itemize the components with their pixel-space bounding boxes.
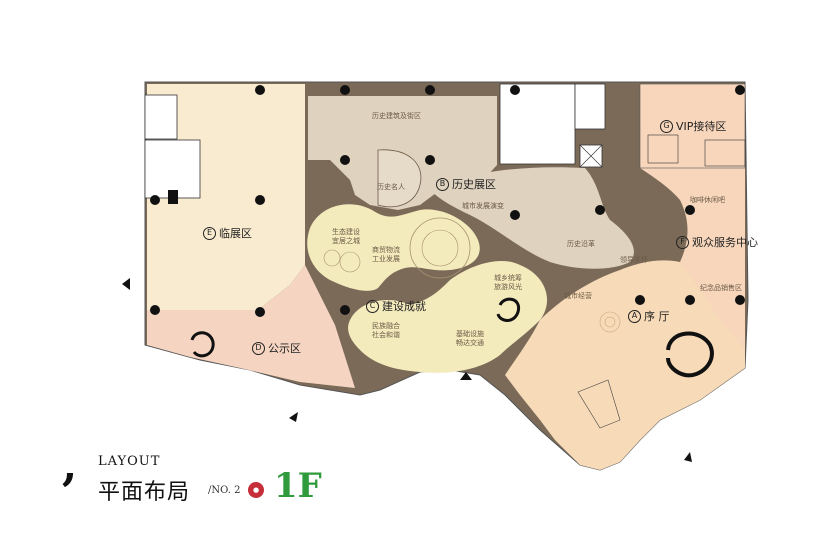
label-zone-e-letter: E [203,226,216,240]
vip-room-wall-2 [704,139,746,167]
seal-stamp-icon: ● [248,482,264,498]
sub-commerce-2: 工业发展 [372,255,400,263]
sub-ethnic: 民族融合 社会和谐 [372,322,400,340]
label-zone-c[interactable]: C 建设成就 [366,298,426,314]
sub-rural-2: 旅游风光 [494,283,522,291]
history-figures-area [377,149,422,208]
rotunda-inner [421,229,459,267]
zone-c-construction [307,204,480,291]
label-zone-d-letter: D [252,341,265,355]
spiral-stair-construction [496,297,521,322]
label-zone-e-name: 临展区 [219,227,252,240]
zone-g-vip [639,83,746,169]
sub-eco-build-2: 宜居之城 [332,237,360,245]
title-comma-mark: , [62,440,78,491]
label-zone-a[interactable]: A 序 厅 [628,308,670,324]
sub-rural: 城乡统筹 旅游风光 [494,274,522,292]
sub-city-dev: 城市发展演变 [462,202,504,210]
vip-room-wall [647,134,679,164]
stair-steps-lobby [577,379,621,429]
sub-hist-building: 历史建筑及街区 [372,112,421,120]
lobby-rings [599,311,621,333]
zone-f-service [640,168,745,350]
service-core-left [144,139,201,199]
entrance-arrow-west [122,278,130,290]
label-zone-g[interactable]: G VIP接待区 [660,118,726,134]
label-zone-a-name: 序 厅 [644,310,670,323]
sub-rural-1: 城乡统筹 [494,274,522,282]
sub-infra: 基础设施 畅达交通 [456,330,484,348]
service-core-center [499,83,576,165]
label-zone-g-name: VIP接待区 [676,120,727,133]
title-number: /NO. 2 [208,485,241,496]
stair-core-center [574,83,606,130]
label-zone-a-letter: A [628,309,641,323]
sub-infra-1: 基础设施 [456,330,484,338]
label-zone-f[interactable]: F 观众服务中心 [676,234,758,250]
sub-commerce: 商贸物流 工业发展 [372,246,400,264]
spiral-stair-public [190,331,215,358]
label-zone-b-name: 历史展区 [452,178,496,191]
entrance-arrow-se [684,452,692,462]
sub-city-mgmt: 城市经营 [564,292,592,300]
label-zone-b-letter: B [436,177,449,191]
zone-c-construction-lower [348,260,548,373]
sub-eco-build: 生态建设 宜居之城 [332,228,360,246]
sub-guide: 领导关怀 [620,256,648,264]
rotunda-outer [409,217,471,279]
wall-black [168,190,178,204]
zone-a-lobby [505,260,745,470]
sub-infra-2: 畅达交通 [456,339,484,347]
zone-d-public [147,265,355,388]
sub-ethnic-2: 社会和谐 [372,331,400,339]
eco-display-2 [339,251,361,273]
eco-display-1 [323,249,341,267]
sub-hist-figures: 历史名人 [377,183,405,191]
sub-ethnic-1: 民族融合 [372,322,400,330]
sub-hist-evolution: 历史沿革 [567,240,595,248]
spiral-stair-lobby [666,331,714,378]
sub-eco-build-1: 生态建设 [332,228,360,236]
label-zone-f-name: 观众服务中心 [692,236,758,249]
entrance-arrow-sw [289,412,298,422]
label-zone-e[interactable]: E 临展区 [203,225,252,241]
label-zone-b[interactable]: B 历史展区 [436,176,496,192]
entrance-arrow-south [460,372,472,380]
label-zone-f-letter: F [676,235,689,249]
label-zone-g-letter: G [660,119,673,133]
title-cn: 平面布局 [98,480,191,505]
label-zone-c-name: 建设成就 [382,300,426,313]
label-zone-c-letter: C [366,299,379,313]
sub-souvenir: 纪念品销售区 [700,284,742,292]
title-layout: LAYOUT [98,454,161,469]
sub-commerce-1: 商贸物流 [372,246,400,254]
label-zone-d[interactable]: D 公示区 [252,340,301,356]
sub-cafe: 咖啡休闲吧 [690,196,725,204]
label-zone-d-name: 公示区 [268,342,301,355]
title-block: , LAYOUT 平面布局 /NO. 2 ● 1F [62,444,422,522]
columns [150,85,745,317]
history-evolution-area [430,167,634,269]
stair-core-left [144,94,178,140]
title-floor: 1F [274,466,322,506]
